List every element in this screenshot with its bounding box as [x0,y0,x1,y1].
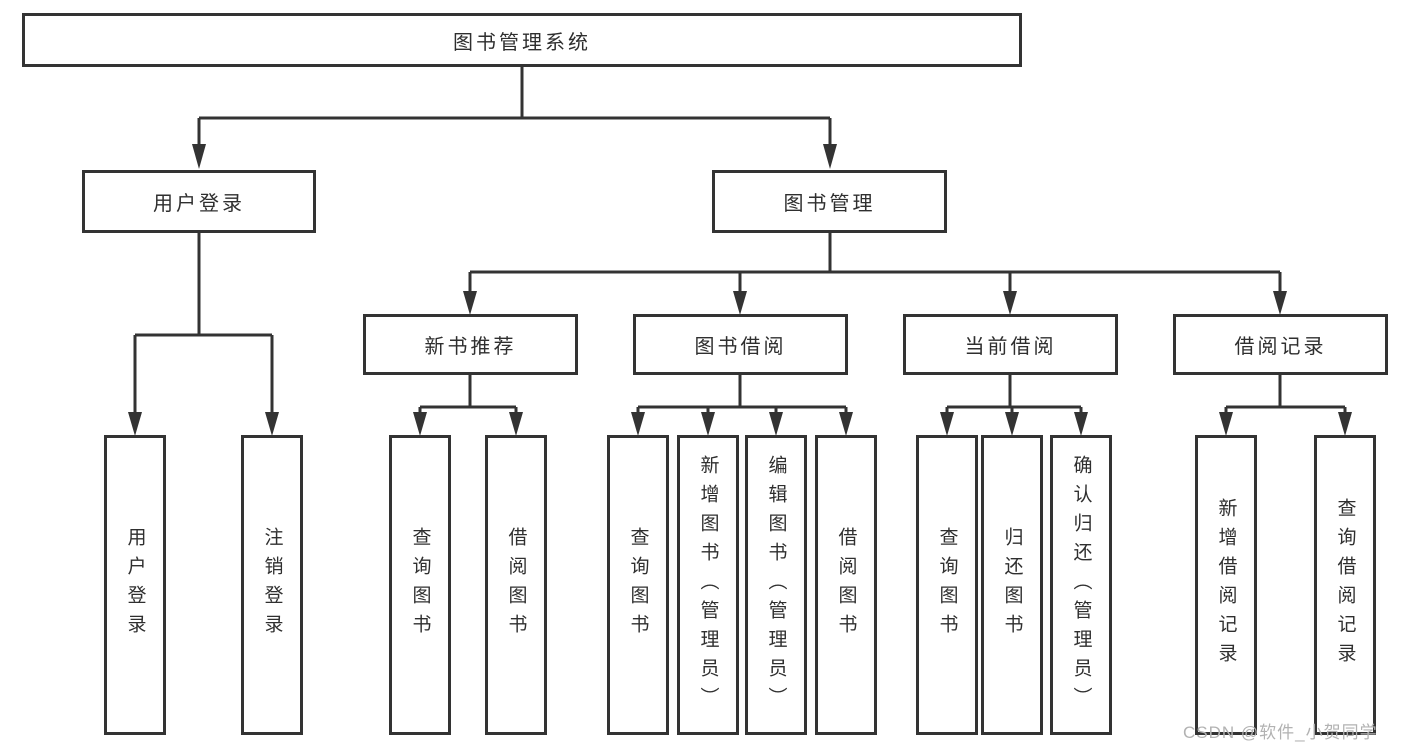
leaf-edit-book-admin-label: 编辑图书（管理员） [765,454,787,716]
leaf-borrow-books-borrowing-label: 借阅图书 [835,527,857,643]
connector-arrows [128,144,1352,436]
leaf-query-books-recommend: 查询图书 [389,435,451,735]
leaf-add-book-admin-label: 新增图书（管理员） [697,454,719,716]
node-new-book-recommend-label: 新书推荐 [424,336,517,358]
leaf-add-borrow-record: 新增借阅记录 [1195,435,1257,735]
leaf-confirm-return-admin: 确认归还（管理员） [1050,435,1112,735]
leaf-query-borrow-record-label: 查询借阅记录 [1334,498,1356,672]
leaf-add-book-admin: 新增图书（管理员） [677,435,739,735]
node-library-system: 图书管理系统 [22,13,1022,67]
node-new-book-recommend: 新书推荐 [363,314,578,375]
csdn-watermark: CSDN @软件_小贺同学 [1183,723,1378,742]
leaf-query-borrow-record: 查询借阅记录 [1314,435,1376,735]
leaf-query-books-recommend-label: 查询图书 [409,527,431,643]
leaf-query-books-borrowing: 查询图书 [607,435,669,735]
connector-paths [133,67,1347,414]
leaf-borrow-books-borrowing: 借阅图书 [815,435,877,735]
node-current-borrowing: 当前借阅 [903,314,1118,375]
node-current-borrowing-label: 当前借阅 [964,336,1057,358]
node-book-borrowing-label: 图书借阅 [694,336,787,358]
node-book-borrowing: 图书借阅 [633,314,848,375]
leaf-confirm-return-admin-label: 确认归还（管理员） [1070,454,1092,716]
leaf-edit-book-admin: 编辑图书（管理员） [745,435,807,735]
node-book-management-label: 图书管理 [783,193,876,215]
node-book-management: 图书管理 [712,170,947,233]
leaf-add-borrow-record-label: 新增借阅记录 [1215,498,1237,672]
leaf-return-book-label: 归还图书 [1001,527,1023,643]
leaf-query-books-current: 查询图书 [916,435,978,735]
leaf-logout-label: 注销登录 [261,527,283,643]
leaf-return-book: 归还图书 [981,435,1043,735]
leaf-borrow-books-recommend: 借阅图书 [485,435,547,735]
leaf-user-login: 用户登录 [104,435,166,735]
node-borrowing-records: 借阅记录 [1173,314,1388,375]
node-user-login-branch-label: 用户登录 [153,193,245,215]
leaf-query-books-borrowing-label: 查询图书 [627,527,649,643]
leaf-query-books-current-label: 查询图书 [936,527,958,643]
leaf-logout: 注销登录 [241,435,303,735]
leaf-borrow-books-recommend-label: 借阅图书 [505,527,527,643]
node-library-system-label: 图书管理系统 [453,31,591,54]
node-user-login-branch: 用户登录 [82,170,316,233]
node-borrowing-records-label: 借阅记录 [1234,336,1327,358]
leaf-user-login-label: 用户登录 [124,527,146,643]
